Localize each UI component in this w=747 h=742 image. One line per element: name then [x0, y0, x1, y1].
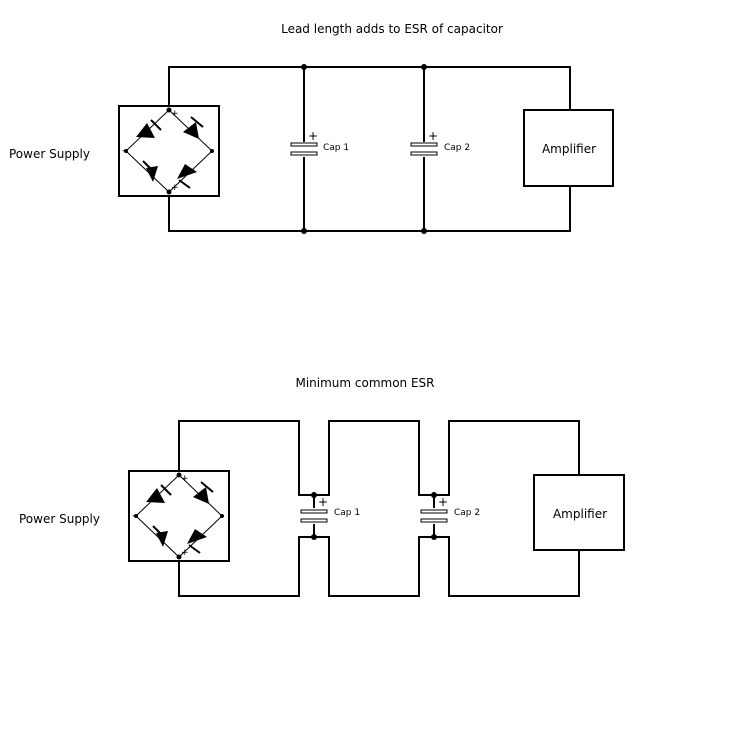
- bridge-minus-sign: -: [132, 511, 135, 521]
- cap1-label: Cap 1: [334, 508, 360, 518]
- junction-dots-2: [311, 492, 437, 540]
- power-supply-label: Power Supply: [19, 512, 100, 526]
- diagram2-title: Minimum common ESR: [295, 376, 434, 390]
- diagram1-title: Lead length adds to ESR of capacitor: [281, 22, 503, 36]
- cap-polarity-plus: +: [318, 495, 328, 509]
- bridge-plus-sign: +: [171, 183, 179, 193]
- power-supply-label: Power Supply: [9, 147, 90, 161]
- capacitor-icon: [290, 142, 318, 156]
- capacitor-icon: [420, 509, 448, 523]
- bridge-plus-sign: +: [181, 474, 189, 484]
- cap-polarity-plus: +: [438, 495, 448, 509]
- bridge-rectifier-icon: [118, 105, 220, 197]
- cap2-label: Cap 2: [444, 143, 470, 153]
- capacitor-icon: [300, 509, 328, 523]
- bridge-minus-sign: -: [122, 146, 125, 156]
- diagram-minimum-esr: Minimum common ESR Power Supply + - - + …: [19, 376, 625, 597]
- rail-wires-2: [178, 420, 580, 597]
- amplifier-box: [533, 474, 625, 551]
- bridge-minus-sign: -: [210, 146, 213, 156]
- amplifier-label: Amplifier: [553, 507, 607, 521]
- cap-polarity-plus: +: [428, 129, 438, 143]
- cap1-label: Cap 1: [323, 143, 349, 153]
- amplifier-label: Amplifier: [542, 142, 596, 156]
- bridge-rectifier-icon: [128, 470, 230, 562]
- amplifier-box: [523, 109, 614, 187]
- rail-wires-1: [168, 66, 571, 232]
- cap2-label: Cap 2: [454, 508, 480, 518]
- cap-polarity-plus: +: [308, 129, 318, 143]
- bridge-plus-sign: +: [181, 548, 189, 558]
- bridge-minus-sign: -: [220, 511, 223, 521]
- diagram-lead-length: Lead length adds to ESR of capacitor Pow…: [9, 22, 614, 234]
- junction-dots-1: [301, 64, 427, 234]
- bridge-plus-sign: +: [171, 109, 179, 119]
- capacitor-icon: [410, 142, 438, 156]
